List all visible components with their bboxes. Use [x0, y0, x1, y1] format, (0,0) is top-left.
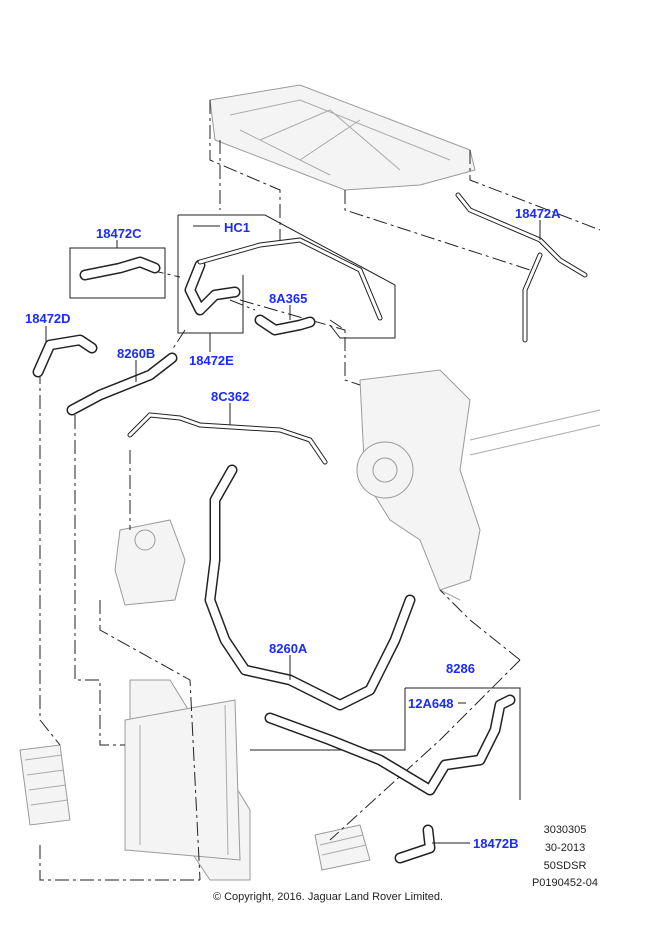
group-box-18472c — [69, 247, 166, 299]
reference-code-1: 3030305 — [543, 824, 587, 836]
copyright-notice: © Copyright, 2016. Jaguar Land Rover Lim… — [212, 891, 444, 903]
part-label-8286[interactable]: 8286 — [446, 661, 475, 676]
callout-leaders — [45, 220, 541, 844]
hose-8260a — [204, 464, 416, 711]
hose-8c362 — [127, 412, 328, 465]
group-box-8286 — [250, 687, 521, 800]
engine-upper-cover — [209, 84, 476, 191]
auxiliary-radiator — [19, 744, 71, 826]
part-label-18472a[interactable]: 18472A — [515, 206, 561, 221]
hose-8286 — [264, 694, 516, 796]
oil-cooler — [314, 824, 371, 871]
part-label-18472e[interactable]: 18472E — [189, 353, 234, 368]
engine-water-pump — [356, 369, 601, 601]
part-label-hc1[interactable]: HC1 — [224, 220, 251, 235]
part-label-8260a[interactable]: 8260A — [269, 641, 308, 656]
part-label-18472b[interactable]: 18472B — [473, 836, 519, 851]
hose-18472a — [455, 192, 588, 343]
part-label-12a648[interactable]: 12A648 — [408, 696, 454, 711]
hose-18472c — [79, 256, 161, 281]
hose-8a365 — [254, 314, 316, 336]
radiator — [124, 679, 251, 881]
thermostat-housing — [114, 519, 186, 606]
hose-18472b — [394, 824, 436, 864]
part-label-8c362[interactable]: 8C362 — [211, 389, 250, 404]
reference-code-4: P0190452-04 — [531, 877, 599, 889]
part-label-8a365[interactable]: 8A365 — [269, 291, 308, 306]
hose-8260b — [66, 352, 178, 416]
reference-code-2: 30-2013 — [544, 842, 586, 854]
part-label-18472d[interactable]: 18472D — [25, 311, 71, 326]
part-label-18472c[interactable]: 18472C — [96, 226, 142, 241]
hose-18472e — [184, 237, 383, 321]
reference-code-3: 50SDSR — [543, 860, 587, 872]
hose-18472d — [32, 334, 98, 378]
assembly-leader-lines — [39, 100, 601, 881]
part-label-8260b[interactable]: 8260B — [117, 346, 156, 361]
